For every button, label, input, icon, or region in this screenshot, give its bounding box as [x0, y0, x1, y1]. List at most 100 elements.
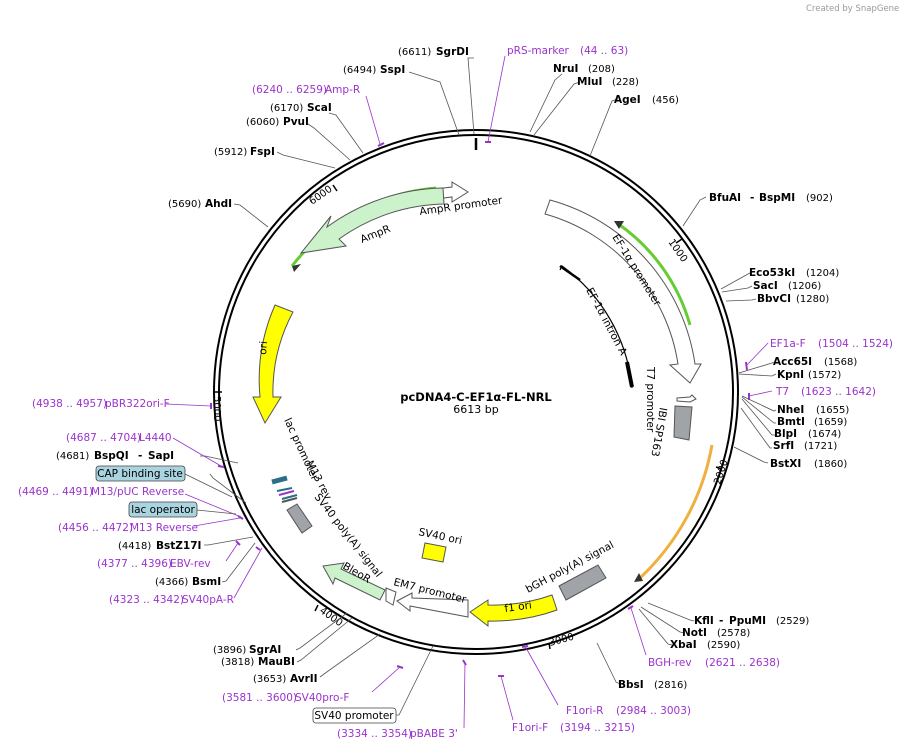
- primer-l4440: (4687 .. 4704) L4440: [66, 432, 172, 444]
- svg-text:(6611): (6611): [398, 47, 431, 58]
- svg-text:(456): (456): [652, 95, 679, 106]
- svg-text:(4469 .. 4491): (4469 .. 4491): [18, 486, 93, 498]
- svg-text:NheI: NheI: [777, 404, 804, 416]
- svg-text:Amp-R: Amp-R: [325, 84, 360, 96]
- primer-t7: T7 (1623 .. 1642): [775, 386, 876, 398]
- enzyme-srfi: SrfI (1721): [773, 440, 837, 452]
- enzyme-bfuai: BfuAI - BspMI (902): [709, 192, 833, 204]
- svg-text:SrfI: SrfI: [773, 440, 794, 452]
- lac-operator-label: lac operator: [131, 504, 195, 516]
- svg-text:(3334 .. 3354): (3334 .. 3354): [337, 728, 412, 740]
- svg-text:(44 .. 63): (44 .. 63): [580, 45, 628, 57]
- sv40-ori-label: SV40 ori: [417, 526, 463, 547]
- svg-text:MauBI: MauBI: [258, 656, 295, 668]
- t7-promoter-arrow: [676, 394, 697, 403]
- svg-text:NotI: NotI: [682, 627, 707, 639]
- sv40-promoter-box: SV40 promoter: [312, 707, 397, 724]
- svg-text:(3896): (3896): [213, 645, 246, 656]
- enzyme-eco53ki: Eco53kI (1204): [749, 267, 839, 279]
- svg-text:SV40pro-F: SV40pro-F: [295, 692, 349, 704]
- svg-text:(4366): (4366): [155, 577, 188, 588]
- svg-text:NruI: NruI: [553, 63, 578, 75]
- svg-text:T7: T7: [775, 386, 789, 398]
- ef1a-promoter-arrow: [544, 199, 702, 384]
- cap-binding-site-box: CAP binding site: [95, 465, 186, 482]
- lac-operator-box: lac operator: [128, 501, 198, 518]
- ef1a-intron-label: EF-1α intron A: [583, 286, 629, 358]
- svg-text:(1280): (1280): [796, 294, 829, 305]
- svg-text:(4687 .. 4704): (4687 .. 4704): [66, 432, 141, 444]
- svg-text:BstZ17I: BstZ17I: [156, 540, 201, 552]
- tick-3000: 3000: [548, 632, 575, 649]
- svg-text:(4681): (4681): [56, 451, 89, 462]
- primer-bgh-rev: BGH-rev (2621 .. 2638): [648, 657, 780, 669]
- svg-text:(4377 .. 4396): (4377 .. 4396): [97, 558, 172, 570]
- svg-text:Eco53kI: Eco53kI: [749, 267, 795, 279]
- svg-text:(1674): (1674): [808, 429, 841, 440]
- primer-m13-reverse: (4456 .. 4472) M13 Reverse: [58, 522, 198, 534]
- svg-text:-: -: [138, 450, 142, 462]
- svg-text:F1ori-F: F1ori-F: [512, 722, 548, 734]
- svg-text:AvrII: AvrII: [290, 673, 318, 685]
- primer-sv40pa-r: (4323 .. 4342) SV40pA-R: [109, 594, 234, 606]
- svg-text:-: -: [719, 615, 723, 627]
- tick-5000: 5000: [211, 396, 222, 421]
- bleor-arrow: [322, 562, 386, 601]
- enzyme-kpni: KpnI (1572): [777, 369, 841, 381]
- sv40-ori-box: [421, 542, 447, 563]
- svg-text:SgrDI: SgrDI: [436, 46, 469, 58]
- svg-text:pBABE 3': pBABE 3': [410, 728, 458, 740]
- svg-text:(4418): (4418): [118, 541, 151, 552]
- svg-text:Acc65I: Acc65I: [773, 356, 812, 368]
- ampr-highlight-head: [292, 264, 301, 272]
- svg-text:BlpI: BlpI: [774, 428, 797, 440]
- svg-text:(1504 .. 1524): (1504 .. 1524): [818, 338, 893, 350]
- enzyme-noti: NotI (2578): [682, 627, 750, 639]
- enzyme-saci: SacI (1206): [753, 280, 821, 292]
- svg-text:PvuI: PvuI: [283, 116, 309, 128]
- svg-text:(1860): (1860): [814, 459, 847, 470]
- f1-highlight-head: [634, 573, 643, 582]
- svg-text:pRS-marker: pRS-marker: [507, 45, 570, 57]
- f1-highlight: [638, 444, 714, 580]
- svg-text:EF1a-F: EF1a-F: [770, 338, 806, 350]
- lac-cluster: [271, 475, 298, 503]
- primer-m13-puc-reverse: (4469 .. 4491) M13/pUC Reverse: [18, 486, 184, 498]
- svg-text:AgeI: AgeI: [614, 94, 641, 106]
- svg-text:(902): (902): [806, 193, 833, 204]
- enzyme-nrui: NruI (208): [553, 63, 615, 75]
- svg-text:KpnI: KpnI: [777, 369, 804, 381]
- enzyme-scai: (6170) ScaI: [270, 102, 332, 114]
- ori-label: ori: [257, 341, 270, 356]
- svg-text:pBR322ori-F: pBR322ori-F: [105, 398, 170, 410]
- svg-text:(1572): (1572): [808, 370, 841, 381]
- primer-f1ori-f: F1ori-F (3194 .. 3215): [512, 722, 635, 734]
- plasmid-name: pcDNA4-C-EF1α-FL-NRL: [400, 390, 552, 404]
- leader-lines: [200, 57, 777, 716]
- primer-sv40pro-f: (3581 .. 3600) SV40pro-F: [222, 692, 349, 704]
- enzyme-maubi: (3818) MauBI: [221, 656, 295, 668]
- enzyme-bstxi: BstXI (1860): [770, 458, 847, 470]
- f1-ori-arrow: [469, 594, 558, 628]
- svg-text:(2529): (2529): [776, 616, 809, 627]
- enzyme-fspi: (5912) FspI: [214, 146, 275, 158]
- primer-amp-r: (6240 .. 6259) Amp-R: [252, 84, 360, 96]
- enzyme-mlui: MluI (228): [577, 76, 639, 88]
- svg-text:SgrAI: SgrAI: [249, 644, 281, 656]
- svg-text:(2590): (2590): [707, 640, 740, 651]
- svg-text:(1721): (1721): [804, 441, 837, 452]
- svg-text:BfuAI: BfuAI: [709, 192, 741, 204]
- svg-text:(1655): (1655): [816, 405, 849, 416]
- enzyme-bstz17i: (4418) BstZ17I: [118, 540, 201, 552]
- svg-text:(5690): (5690): [168, 199, 201, 210]
- enzyme-xbai: XbaI (2590): [670, 639, 740, 651]
- svg-text:-: -: [750, 192, 754, 204]
- t7-promoter-label: T7 promoter: [644, 366, 656, 433]
- primer-ebv-rev: (4377 .. 4396) EBV-rev: [97, 558, 211, 570]
- primer-pbr322ori-f: (4938 .. 4957) pBR322ori-F: [32, 398, 170, 410]
- enzyme-kfli: KflI - PpuMI (2529): [694, 615, 809, 627]
- primer-leader-lines: [165, 55, 773, 729]
- svg-text:(1206): (1206): [788, 281, 821, 292]
- sv40-polya-box: [286, 503, 313, 534]
